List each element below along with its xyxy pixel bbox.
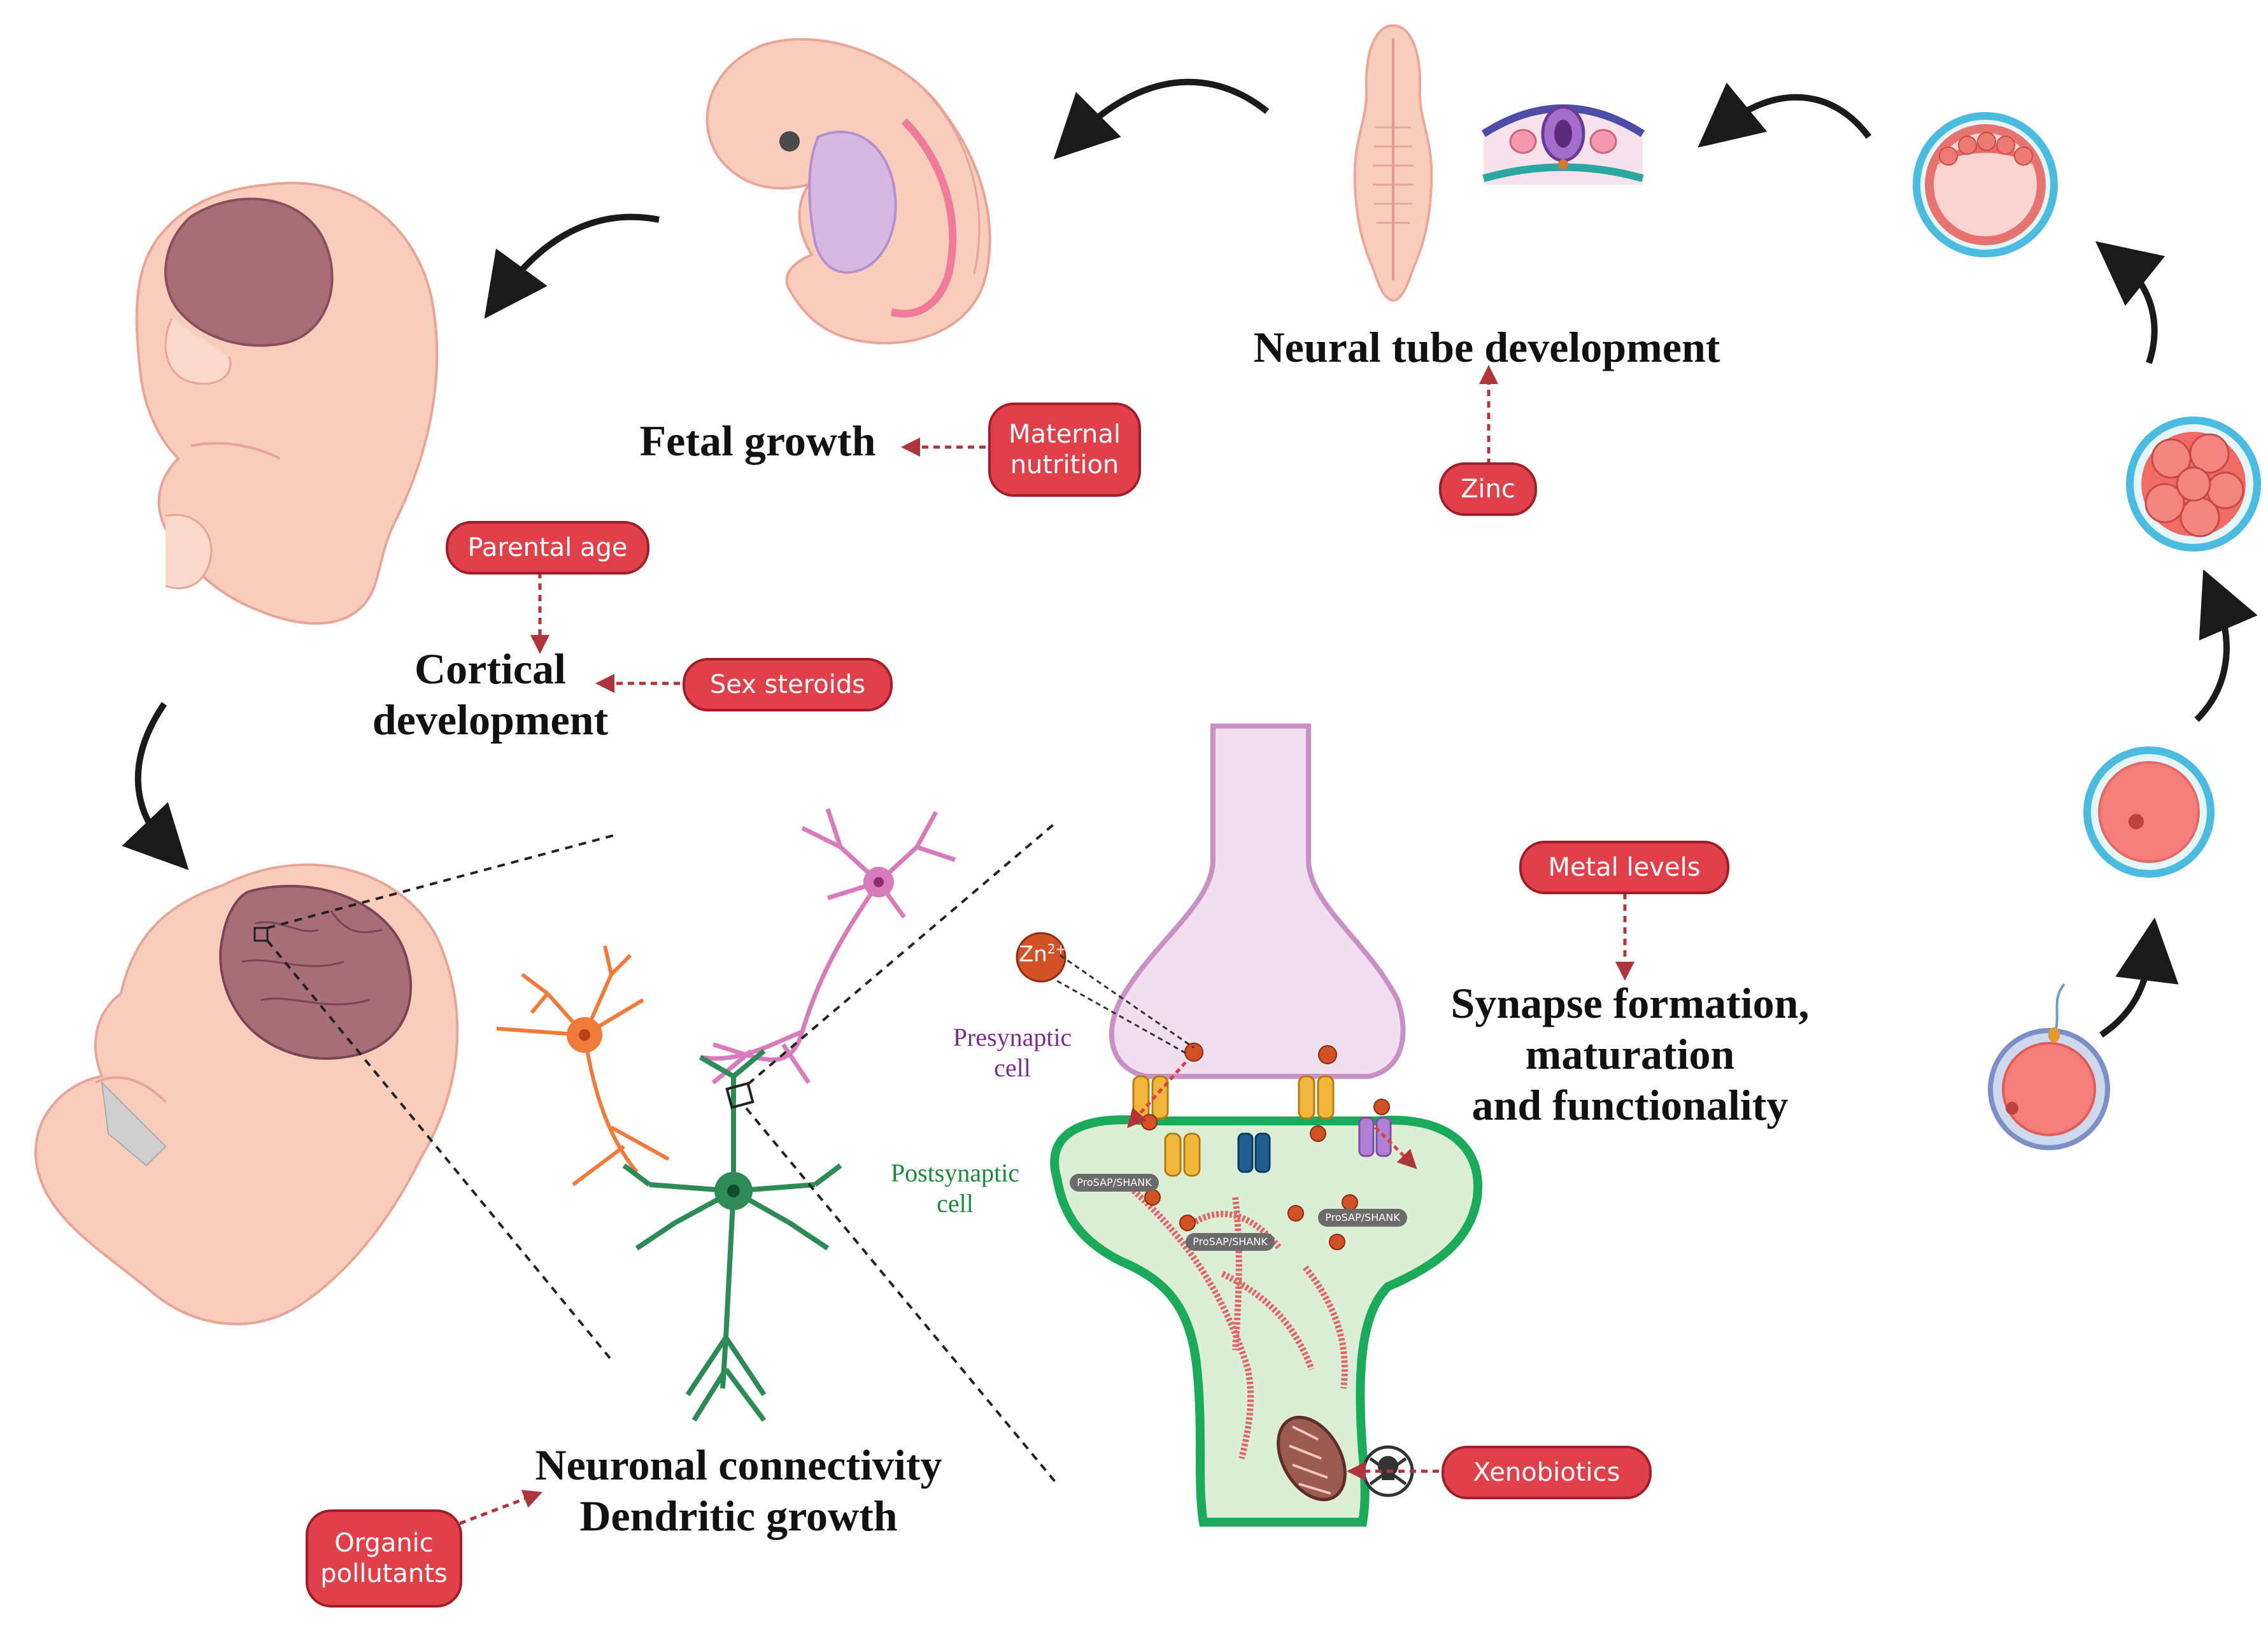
- embryo: [705, 38, 991, 345]
- label-cortical-development: Cortical development: [357, 643, 624, 745]
- factor-sex-steroids: Sex steroids: [683, 658, 893, 711]
- factor-maternal-line1: Maternal: [1008, 420, 1121, 449]
- zinc-ion-label: Zn2+: [1019, 941, 1067, 967]
- cycle-arrow-neural-to-embryo: [1053, 78, 1270, 160]
- label-presynaptic-cell: Presynaptic cell: [923, 1022, 1102, 1083]
- prosap-shank-label-3: ProSAP/SHANK: [1325, 1211, 1400, 1223]
- label-presynaptic-line2: cell: [994, 1053, 1031, 1082]
- label-synapse-line2: maturation: [1525, 1030, 1735, 1079]
- factor-organic-line2: pollutants: [320, 1559, 448, 1588]
- factor-metal-levels: Metal levels: [1519, 841, 1729, 894]
- cycle-arrow-morula-to-blastocyst: [2095, 241, 2165, 364]
- prosap-shank-label-1: ProSAP/SHANK: [1077, 1176, 1152, 1188]
- label-fetal-growth: Fetal growth: [639, 417, 876, 465]
- zinc-release-arrow: [1127, 1061, 1187, 1129]
- factor-zinc: Zinc: [1439, 462, 1537, 516]
- prosap-shank-label-2: ProSAP/SHANK: [1193, 1236, 1268, 1248]
- factor-organic-line1: Organic: [334, 1529, 434, 1558]
- morula: [2126, 417, 2261, 552]
- cycle-arrow-zygote-to-oocyte: [2099, 917, 2179, 1038]
- zoom-lines-brain: [266, 833, 618, 1361]
- neural-tube-cross-section: [1481, 104, 1645, 185]
- factor-xenobiotics: Xenobiotics: [1442, 1446, 1652, 1499]
- label-presynaptic-line1: Presynaptic: [953, 1023, 1072, 1052]
- label-synapse-formation: Synapse formation, maturation and functi…: [1420, 978, 1840, 1131]
- factor-arrows: [459, 365, 1634, 1525]
- prosap-shank-scaffolds: [1070, 1174, 1407, 1251]
- synapse-zoom-box: [725, 1081, 755, 1109]
- label-postsynaptic-line2: cell: [937, 1189, 974, 1218]
- factor-maternal-nutrition: Maternal nutrition: [988, 403, 1141, 497]
- label-neuronal-line1: Neuronal connectivity: [535, 1441, 942, 1489]
- neuron-orange: [496, 945, 670, 1187]
- factor-parental-age: Parental age: [446, 521, 649, 574]
- fetus-first: [135, 182, 439, 625]
- label-cortical-line2: development: [372, 695, 609, 745]
- mitochondrion: [1277, 1415, 1347, 1502]
- neural-plate-embryo: [1353, 24, 1433, 303]
- zinc-pointer-lines: [1056, 954, 1194, 1055]
- zinc-ion-icon: [1016, 932, 1067, 983]
- cycle-arrow-fetus-to-brain: [122, 702, 189, 871]
- label-neuronal-line2: Dendritic growth: [579, 1492, 898, 1541]
- label-postsynaptic-cell: Postsynaptic cell: [863, 1158, 1047, 1219]
- label-cortical-line1: Cortical: [415, 645, 566, 693]
- label-neural-tube-development: Neural tube development: [1253, 323, 1720, 371]
- zygote-with-sperm: [1988, 983, 2110, 1150]
- neuron-pink: [700, 808, 956, 1085]
- label-synapse-line1: Synapse formation,: [1450, 979, 1810, 1027]
- cycle-arrow-blastocyst-to-neural: [1697, 82, 1872, 148]
- label-postsynaptic-line1: Postsynaptic: [890, 1159, 1020, 1187]
- oocyte: [2083, 746, 2215, 878]
- neuron-green: [622, 1048, 842, 1422]
- label-synapse-line3: and functionality: [1471, 1081, 1789, 1130]
- label-neuronal-connectivity: Neuronal connectivity Dendritic growth: [497, 1439, 981, 1541]
- factor-maternal-line2: nutrition: [1010, 450, 1119, 480]
- zinc-symbol: Zn: [1019, 941, 1047, 967]
- presynaptic-terminal: [1109, 724, 1406, 1079]
- blastocyst: [1913, 112, 2058, 257]
- zinc-charge: 2+: [1047, 941, 1067, 957]
- fetus-with-brain: [34, 863, 459, 1325]
- cycle-arrow-embryo-to-fetus: [484, 213, 660, 319]
- zoom-lines-synapse: [745, 820, 1058, 1485]
- cycle-arrow-oocyte-to-morula: [2194, 569, 2258, 722]
- factor-organic-pollutants: Organic pollutants: [306, 1509, 462, 1608]
